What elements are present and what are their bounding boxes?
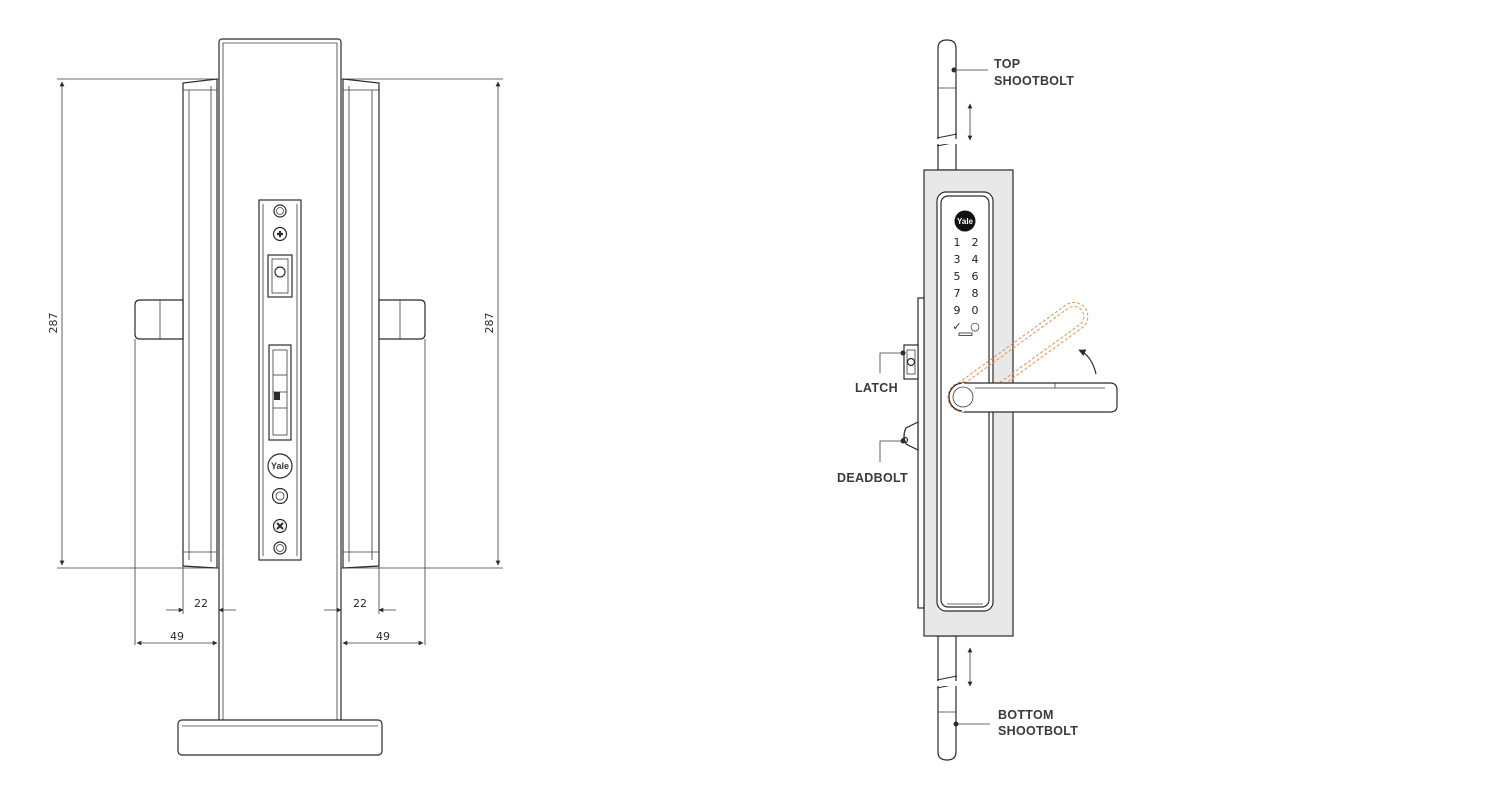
keypad-key-4[interactable]: 4 <box>972 253 979 266</box>
right-escutcheon <box>342 78 380 569</box>
svg-text:Yale: Yale <box>957 217 974 226</box>
faceplate-cylinder-icon <box>271 487 289 505</box>
keypad-key-3[interactable]: 3 <box>954 253 961 266</box>
dimension-offset-right-large-label: 49 <box>376 630 390 643</box>
dimension-height-left-label: 287 <box>47 313 60 334</box>
dimension-height-right: 287 <box>341 78 503 569</box>
keypad-key-0[interactable]: 0 <box>972 304 979 317</box>
dimension-offset-right-small: 22 <box>324 566 396 614</box>
callout-bottom-shootbolt-line1: BOTTOM <box>998 708 1054 722</box>
dimension-height-right-label: 287 <box>483 313 496 334</box>
keypad-key-6[interactable]: 6 <box>972 270 979 283</box>
keypad-key-9[interactable]: 9 <box>954 304 961 317</box>
lever-handle[interactable] <box>948 382 1118 413</box>
keypad[interactable]: 1 2 3 4 5 6 7 8 9 0 ✓ ○ <box>952 236 980 336</box>
keypad-confirm-key[interactable]: ✓ <box>952 320 961 333</box>
faceplate-cross-screw-bottom-icon <box>272 518 288 534</box>
keypad-key-2[interactable]: 2 <box>972 236 979 249</box>
right-handle <box>378 299 426 645</box>
mortise-faceplate: Yale <box>258 199 302 561</box>
callout-deadbolt: DEADBOLT <box>837 438 908 485</box>
left-view: Yale 287 287 <box>47 38 503 756</box>
dimension-offset-left-small: 22 <box>166 566 236 614</box>
base-plate <box>177 719 383 756</box>
callout-latch: LATCH <box>855 350 906 395</box>
keypad-key-1[interactable]: 1 <box>954 236 961 249</box>
dimension-height-left: 287 <box>47 78 219 569</box>
top-shootbolt <box>936 39 973 171</box>
callout-bottom-shootbolt: BOTTOM SHOOTBOLT <box>953 708 1078 738</box>
dimension-offset-right-large: 49 <box>342 630 424 646</box>
svg-text:Yale: Yale <box>271 461 289 471</box>
keypad-lock-key[interactable]: ○ <box>970 320 980 333</box>
keypad-key-5[interactable]: 5 <box>954 270 961 283</box>
latch-bolt <box>903 344 919 380</box>
dimension-offset-left-large-label: 49 <box>170 630 184 643</box>
bottom-shootbolt <box>936 635 973 761</box>
keypad-key-7[interactable]: 7 <box>954 287 961 300</box>
callout-top-shootbolt: TOP SHOOTBOLT <box>951 57 1074 88</box>
faceplate-logo: Yale <box>267 453 293 479</box>
dimension-offset-left-small-label: 22 <box>194 597 208 610</box>
rotation-arrow-icon <box>1078 349 1097 375</box>
deadbolt-bolt <box>901 421 919 451</box>
dimension-offset-right-small-label: 22 <box>353 597 367 610</box>
callout-bottom-shootbolt-line2: SHOOTBOLT <box>998 724 1078 738</box>
keypad-indicator-bar <box>958 332 973 336</box>
keypad-key-8[interactable]: 8 <box>972 287 979 300</box>
latch-aperture <box>267 254 293 298</box>
deadbolt-aperture <box>268 344 292 441</box>
right-view: Yale 1 2 3 4 5 6 7 8 9 0 ✓ ○ <box>837 39 1118 761</box>
faceplate-screw-top-icon <box>273 204 287 218</box>
faceplate-cross-screw-top-icon <box>272 226 288 242</box>
mortise-edge-strip <box>917 297 925 609</box>
callout-latch-label: LATCH <box>855 381 898 395</box>
callout-deadbolt-label: DEADBOLT <box>837 471 908 485</box>
faceplate-screw-bottom-icon <box>273 541 287 555</box>
left-escutcheon <box>182 78 218 569</box>
left-handle <box>134 299 184 645</box>
callout-top-shootbolt-line1: TOP <box>994 57 1020 71</box>
dimension-offset-left-large: 49 <box>136 630 218 646</box>
yale-logo: Yale <box>954 210 976 232</box>
callout-top-shootbolt-line2: SHOOTBOLT <box>994 74 1074 88</box>
